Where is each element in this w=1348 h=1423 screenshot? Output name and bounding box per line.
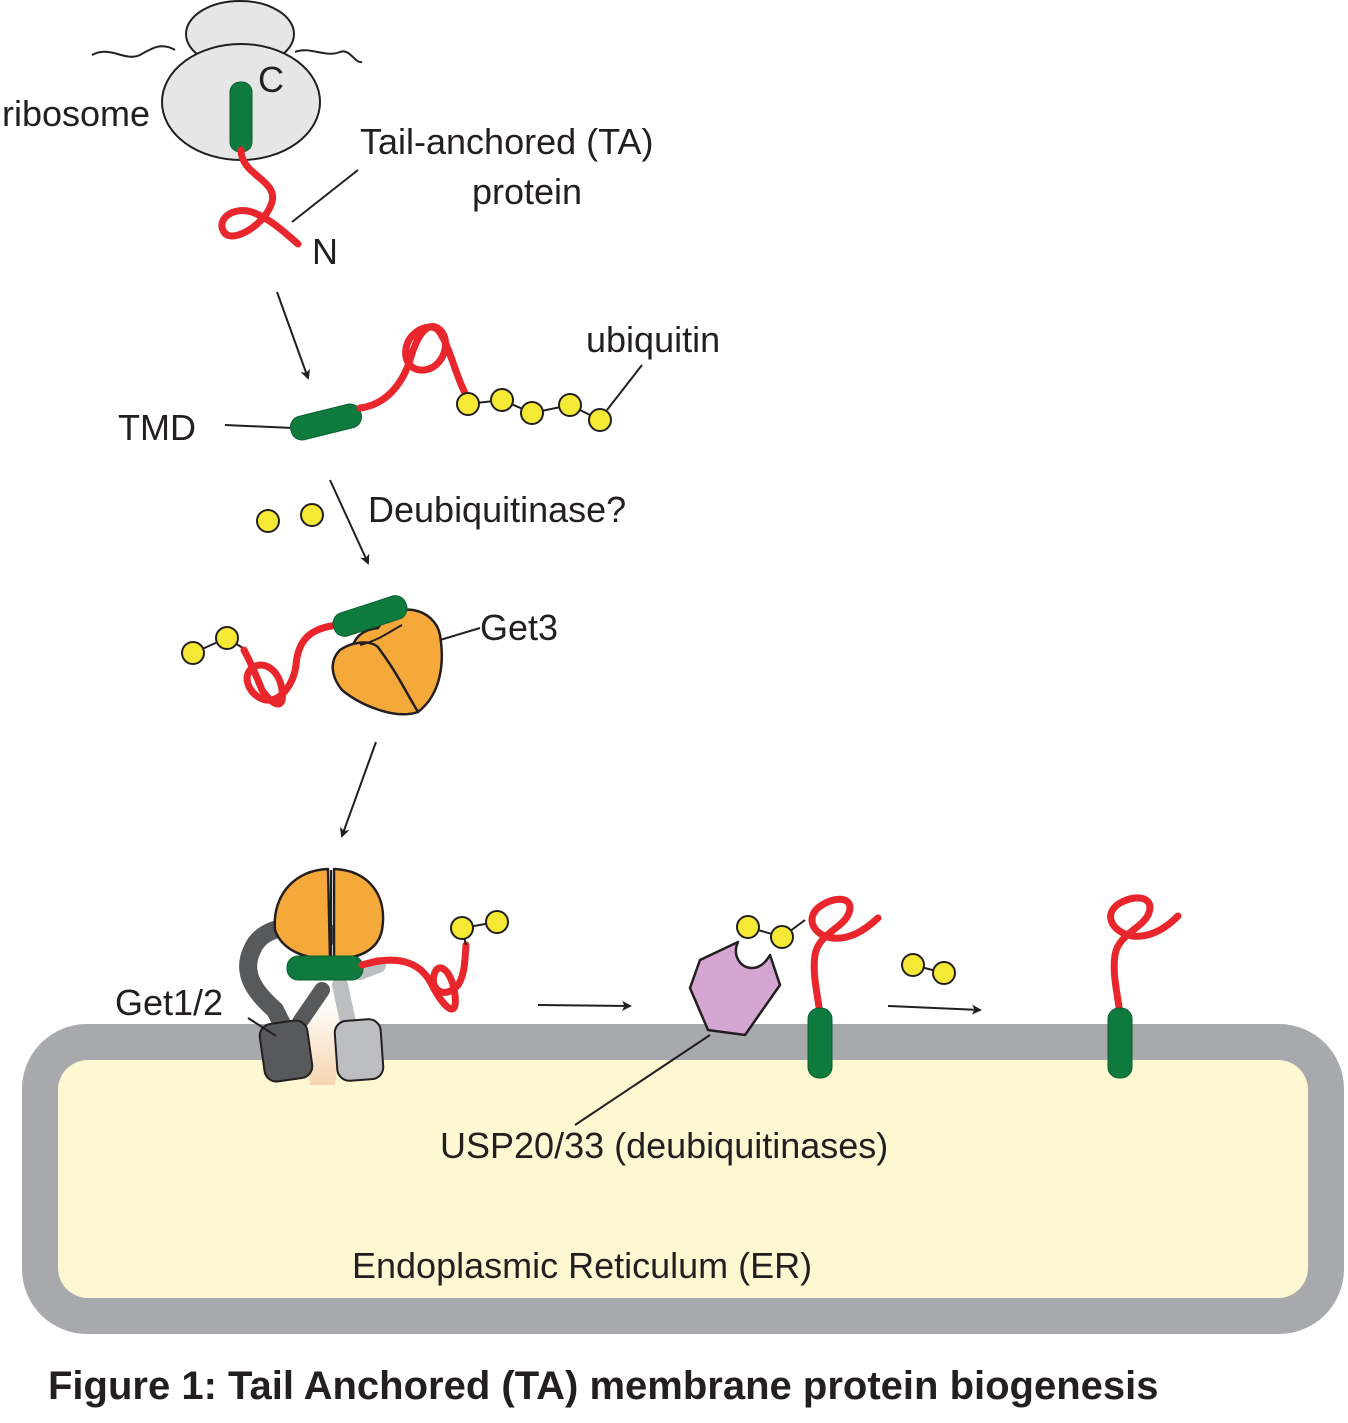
figure-caption: Figure 1: Tail Anchored (TA) membrane pr… [48, 1364, 1159, 1408]
ubiquitinated-ta-chain [356, 323, 474, 412]
ubiquitin-icon [490, 388, 514, 412]
usp-target-tmd [807, 1007, 833, 1079]
c-terminus-label: C [258, 59, 284, 100]
get3-label: Get3 [480, 607, 558, 648]
usp-label: USP20/33 (deubiquitinases) [440, 1125, 888, 1166]
ubiquitin-chain-1 [456, 388, 612, 432]
ubiquitin-icon [215, 626, 239, 650]
ribosome-icon [91, 0, 363, 161]
released-ubiquitin-pair-1 [256, 503, 324, 533]
ubiquitin-icon [181, 641, 205, 665]
ubiquitin-chain-3 [450, 910, 509, 946]
mrna-strand [91, 45, 363, 64]
ta-protein-label-line1: Tail-anchored (TA) [360, 121, 653, 162]
er-membrane [22, 1024, 1344, 1334]
ta-protein-label-line2: protein [472, 171, 582, 212]
get12-label: Get1/2 [115, 982, 223, 1023]
step-arrow-5 [887, 1004, 982, 1015]
ubiquitin-icon [485, 910, 509, 934]
step-arrow-1 [276, 291, 310, 380]
er-lumen [58, 1060, 1308, 1298]
docked-chain [358, 941, 470, 1013]
ubiquitin-icon [558, 393, 582, 417]
ubiquitin-chain-4 [736, 915, 806, 949]
ta-protein-pointer [291, 169, 359, 223]
er-label: Endoplasmic Reticulum (ER) [352, 1245, 812, 1286]
ubiquitin-icon [520, 401, 544, 425]
step-arrow-2 [329, 479, 370, 565]
ubiquitin-icon [300, 503, 324, 527]
ubiquitin-icon [932, 961, 956, 985]
tmd-label: TMD [118, 407, 196, 448]
ubiquitinated-ta-tmd [290, 403, 362, 441]
get12-pointer [247, 1017, 277, 1037]
docked-tmd [286, 955, 364, 981]
ubiquitin-icon [588, 408, 612, 432]
get3-bound-chain [240, 621, 342, 708]
ubiquitin-pointer [606, 364, 643, 411]
step-arrow-4 [537, 1000, 632, 1011]
nascent-chain [218, 146, 302, 248]
ribosome-label: ribosome [2, 93, 150, 134]
ubiquitin-chain-2 [181, 626, 247, 665]
ubiquitin-label: ubiquitin [586, 319, 720, 360]
get3-bound-tmd [332, 595, 408, 637]
ubiquitin-icon [736, 915, 760, 939]
usp-target-chain [808, 895, 882, 1019]
nascent-tmd [229, 81, 253, 153]
ubiquitin-icon [770, 925, 794, 949]
n-terminus-label: N [312, 231, 338, 272]
step-arrow-3 [340, 741, 377, 838]
ubiquitin-icon [450, 916, 474, 940]
mature-ta-tmd [1107, 1007, 1133, 1079]
deubiquitinase-question-label: Deubiquitinase? [368, 489, 626, 530]
get3-pointer [439, 627, 481, 641]
get3-icon [331, 608, 443, 716]
ubiquitin-icon [901, 953, 925, 977]
tmd-pointer [224, 424, 294, 429]
get3-docked-icon [273, 867, 385, 960]
usp-icon [688, 940, 782, 1037]
ubiquitin-icon [256, 509, 280, 533]
released-ubiquitin-pair-2 [901, 953, 956, 985]
usp-pointer [574, 1034, 711, 1126]
mature-ta-chain [1107, 894, 1182, 1019]
ubiquitin-icon [456, 392, 480, 416]
